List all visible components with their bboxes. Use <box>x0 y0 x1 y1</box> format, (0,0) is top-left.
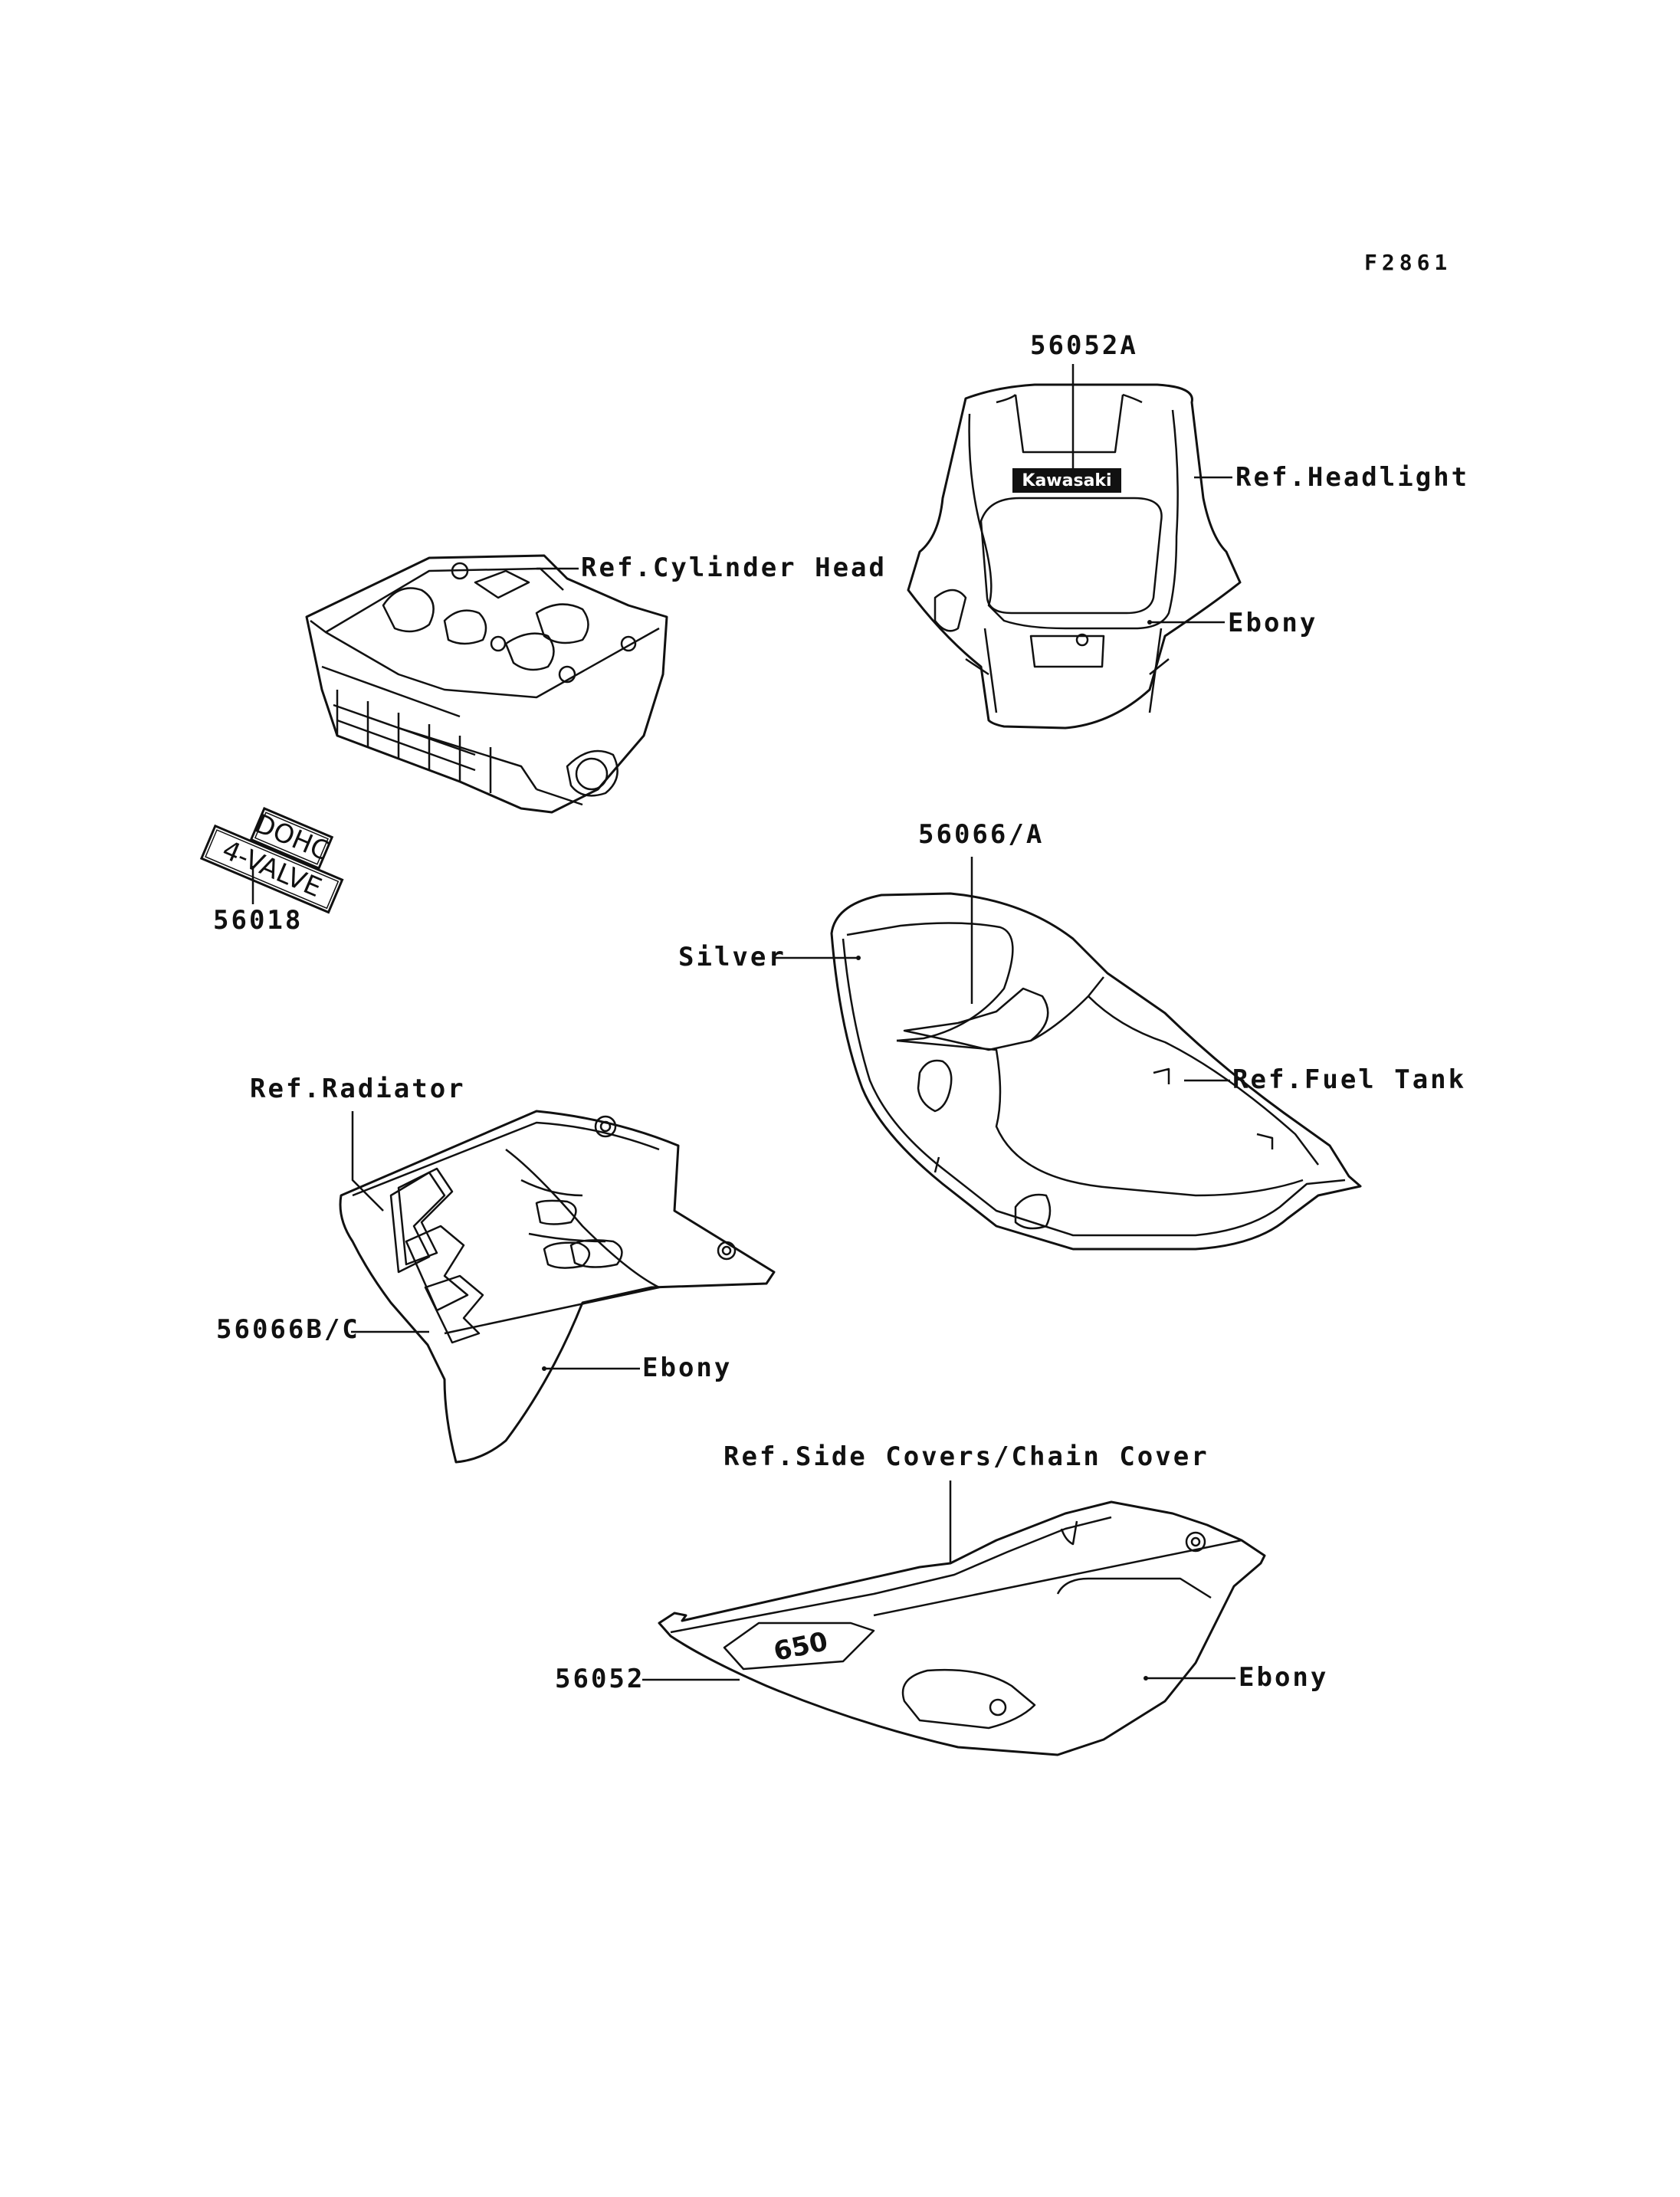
side-cover: 650 <box>658 1500 1266 1756</box>
side-cover-ref-label: Ref.Side Covers/Chain Cover <box>724 1441 1209 1472</box>
radiator-shroud <box>339 1110 776 1464</box>
headlight-ref-label: Ref.Headlight <box>1235 462 1469 493</box>
fuel-tank <box>830 892 1362 1251</box>
cylinder-head <box>305 554 668 814</box>
fuel-tank-ref-label: Ref.Fuel Tank <box>1232 1064 1466 1095</box>
fuel-tank-color-label: Silver <box>678 942 786 972</box>
figure-id: F2861 <box>1364 250 1452 275</box>
radiator-part-number: 56066B/C <box>216 1314 360 1345</box>
kawasaki-badge-text: Kawasaki <box>1022 471 1111 490</box>
dohc-part-number: 56018 <box>213 905 303 936</box>
radiator-ref-label: Ref.Radiator <box>250 1074 466 1104</box>
dohc-decal: DOHC 4-VALVE <box>199 807 344 914</box>
headlight-cowl: Kawasaki <box>907 383 1242 730</box>
side-cover-color-label: Ebony <box>1239 1662 1328 1693</box>
headlight-part-number: 56052A <box>1030 330 1138 361</box>
kawasaki-badge <box>1012 468 1121 493</box>
radiator-color-label: Ebony <box>642 1353 732 1383</box>
cylinder-head-ref-label: Ref.Cylinder Head <box>581 553 887 583</box>
side-cover-part-number: 56052 <box>555 1664 645 1694</box>
fuel-tank-part-number: 56066/A <box>918 819 1044 850</box>
headlight-color-label: Ebony <box>1228 608 1317 638</box>
